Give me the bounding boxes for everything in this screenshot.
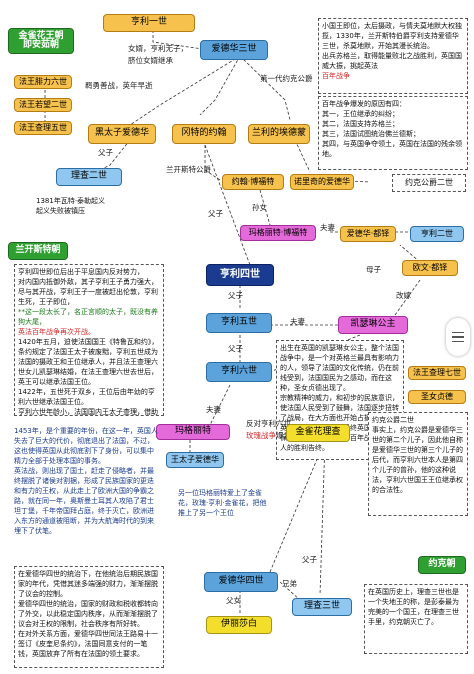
node-prince-edward[interactable]: 王太子爱德华 (166, 452, 224, 468)
label-son-no-heir: 女婿，亨利无子， (128, 44, 188, 53)
node-king-philip-vi[interactable]: 法王腓力六世 (14, 75, 72, 89)
node-elizabeth[interactable]: 伊丽莎白 (206, 616, 272, 634)
node-richard-ii[interactable]: 理查二世 (56, 168, 122, 186)
label-oppose-henry-vi: 反对亨利六世， (246, 419, 299, 428)
box-war-causes: 百年战争爆发的原因有四： 其一，王位继承的纠纷； 其二，法国支持苏格兰； 其三，… (318, 96, 468, 170)
node-richard-plantagenet[interactable]: 金雀花理查 (286, 424, 350, 442)
node-black-prince[interactable]: 黑太子爱德华 (88, 124, 156, 144)
label-mother-son: 母子 (366, 265, 381, 274)
node-king-charles-vii[interactable]: 法王查理七世 (408, 366, 466, 380)
label-wars-roses: 玫瑰战争爆发 (246, 431, 291, 440)
label-remarry: 改嫁 (396, 291, 411, 300)
node-john-of-gaunt[interactable]: 冈特的约翰 (172, 124, 236, 144)
box-edward-iii-reign: 小国王即位，太后摄政，与情夫莫地默大权独揽，1330年，兰开斯特伯爵亨利支持爱德… (318, 18, 468, 94)
label-couple-1: 夫妻 (320, 223, 335, 232)
label-brothers: 兄弟 (282, 579, 297, 588)
label-son-no-heir2: 脐位女婿继承 (128, 56, 173, 65)
node-edward-iii[interactable]: 爱德华三世 (200, 40, 268, 60)
node-john-beaufort[interactable]: 约翰·博福特 (222, 174, 284, 190)
label-first-york: 第一代约克公爵 (260, 74, 313, 83)
node-margaret-anjou[interactable]: 玛格丽特 (156, 424, 230, 440)
label-valiant: 羁勇善战，英年早逝 (85, 81, 153, 90)
label-father-daughter: 父女 (226, 596, 241, 605)
node-richard-iii[interactable]: 理查三世 (292, 598, 352, 616)
node-owen-tudor[interactable]: 欧文·都铎 (402, 260, 458, 276)
box-lancaster-history: 亨利四世即位后出于平息国内反对势力， 对内国内抵御外敌，其子亨利王子勇力强大，尽… (14, 264, 164, 416)
node-margaret-beaufort[interactable]: 玛格丽特·博福特 (240, 225, 316, 241)
node-edmund-langley[interactable]: 兰利的埃德蒙 (248, 124, 310, 144)
node-catherine[interactable]: 凯瑟琳公主 (338, 316, 408, 334)
label-couple-3: 夫妻 (206, 405, 221, 414)
box-york-claim: 约克公爵二世 事实上，约克公爵是爱德华三世的第二个儿子，因此他自称是爱德华三世的… (368, 412, 468, 516)
label-father-son-1: 父子 (98, 148, 113, 157)
node-edward-norwich[interactable]: 诺里奇的爱德华 (290, 174, 354, 190)
node-edward-iv[interactable]: 爱德华四世 (204, 572, 278, 592)
node-henry-v[interactable]: 亨利五世 (206, 313, 272, 333)
text-richard-ii-notes: 1381年瓦特·泰勒起义 起义失败被镇压 (36, 197, 106, 215)
text-1453-significance: 1453年，是个重要的年份，在这一年，英国人失去了巨大的代价，彻底退出了法国，不… (14, 427, 158, 535)
text-margaret-plot: 另一位玛格丽特爱上了金雀花，玫瑰·亨利·金雀花，把他推上了另一个王位 (178, 489, 267, 517)
node-henry-iv[interactable]: 亨利四世 (206, 264, 274, 286)
label-father-son-4: 父子 (228, 344, 243, 353)
label-granddaughter: 孙女 (252, 203, 267, 212)
box-edward-iv-reign: 在爱德华四世的统治下，在他统治后期民族国家的年代，凭借其迷多端强的财力，渐渐摆脱… (14, 566, 164, 668)
dynasty-title-york: 约克朝 (418, 556, 466, 574)
label-couple-2: 夫妻 (290, 317, 305, 326)
node-henry-vi[interactable]: 亨利六世 (206, 362, 272, 382)
dynasty-title-lancaster: 兰开斯特朝 (8, 242, 68, 260)
dynasty-title-plantagenet: 金雀花王朝 即安茹朝 (8, 28, 74, 54)
label-father-son-2: 父子 (208, 209, 223, 218)
box-richard-iii-fate: 在英国历史上，理查三世也是一个失地王的称，是彭泰最为完美的一个国王，在理查三世手… (364, 584, 468, 654)
label-father-son-5: 父子 (302, 555, 317, 564)
box-york-duke-ii: 约克公爵二世 (392, 174, 466, 192)
label-father-son-3: 父子 (228, 291, 243, 300)
label-gaunt-branch: 兰开斯特公爵 (166, 165, 211, 174)
hamburger-menu-icon[interactable] (446, 318, 470, 356)
node-edward-tudor[interactable]: 爱德华·都铎 (340, 226, 396, 242)
node-henry-i[interactable]: 亨利一世 (103, 14, 195, 32)
node-henry-ii-right[interactable]: 亨利二世 (410, 226, 464, 242)
node-joan-of-arc[interactable]: 圣女贞德 (408, 390, 466, 404)
node-king-charles-v[interactable]: 法王查理五世 (14, 121, 72, 135)
node-king-john-ii[interactable]: 法王若望二世 (14, 98, 72, 112)
